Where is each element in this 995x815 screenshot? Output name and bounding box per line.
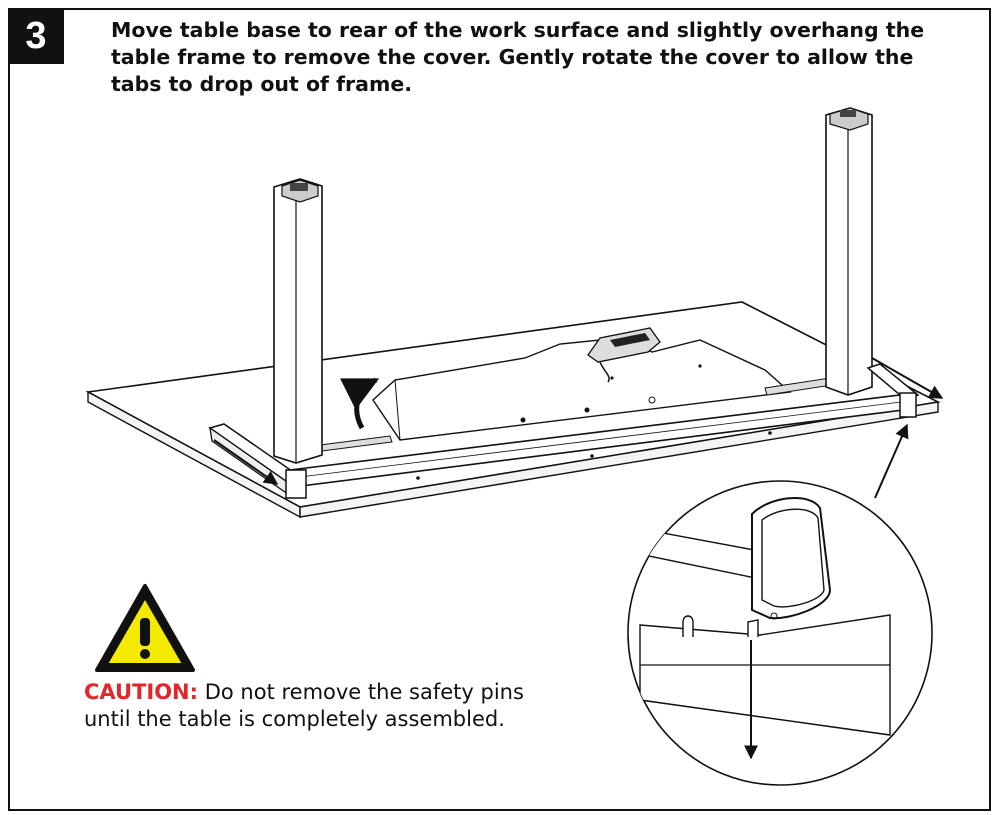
warning-triangle-icon <box>95 584 195 672</box>
right-foot <box>866 363 920 418</box>
right-leg-column <box>825 107 873 396</box>
callout-pointer-arrow <box>874 423 909 499</box>
step-number-badge: 3 <box>8 8 64 64</box>
left-leg-column <box>273 178 323 464</box>
slide-arrow-icon <box>871 357 944 399</box>
caution-label: CAUTION: <box>84 680 199 704</box>
detail-zoom-circle <box>627 480 933 786</box>
rotate-arrow-icon <box>339 377 380 430</box>
caution-note: CAUTION: Do not remove the safety pins u… <box>84 679 554 733</box>
slide-arrow-icon <box>213 439 279 485</box>
control-box <box>587 327 661 383</box>
step-instruction-text: Move table base to rear of the work surf… <box>111 18 925 96</box>
cover-plate <box>372 337 792 441</box>
caution-text: Do not remove the safety pins until the … <box>84 680 524 731</box>
